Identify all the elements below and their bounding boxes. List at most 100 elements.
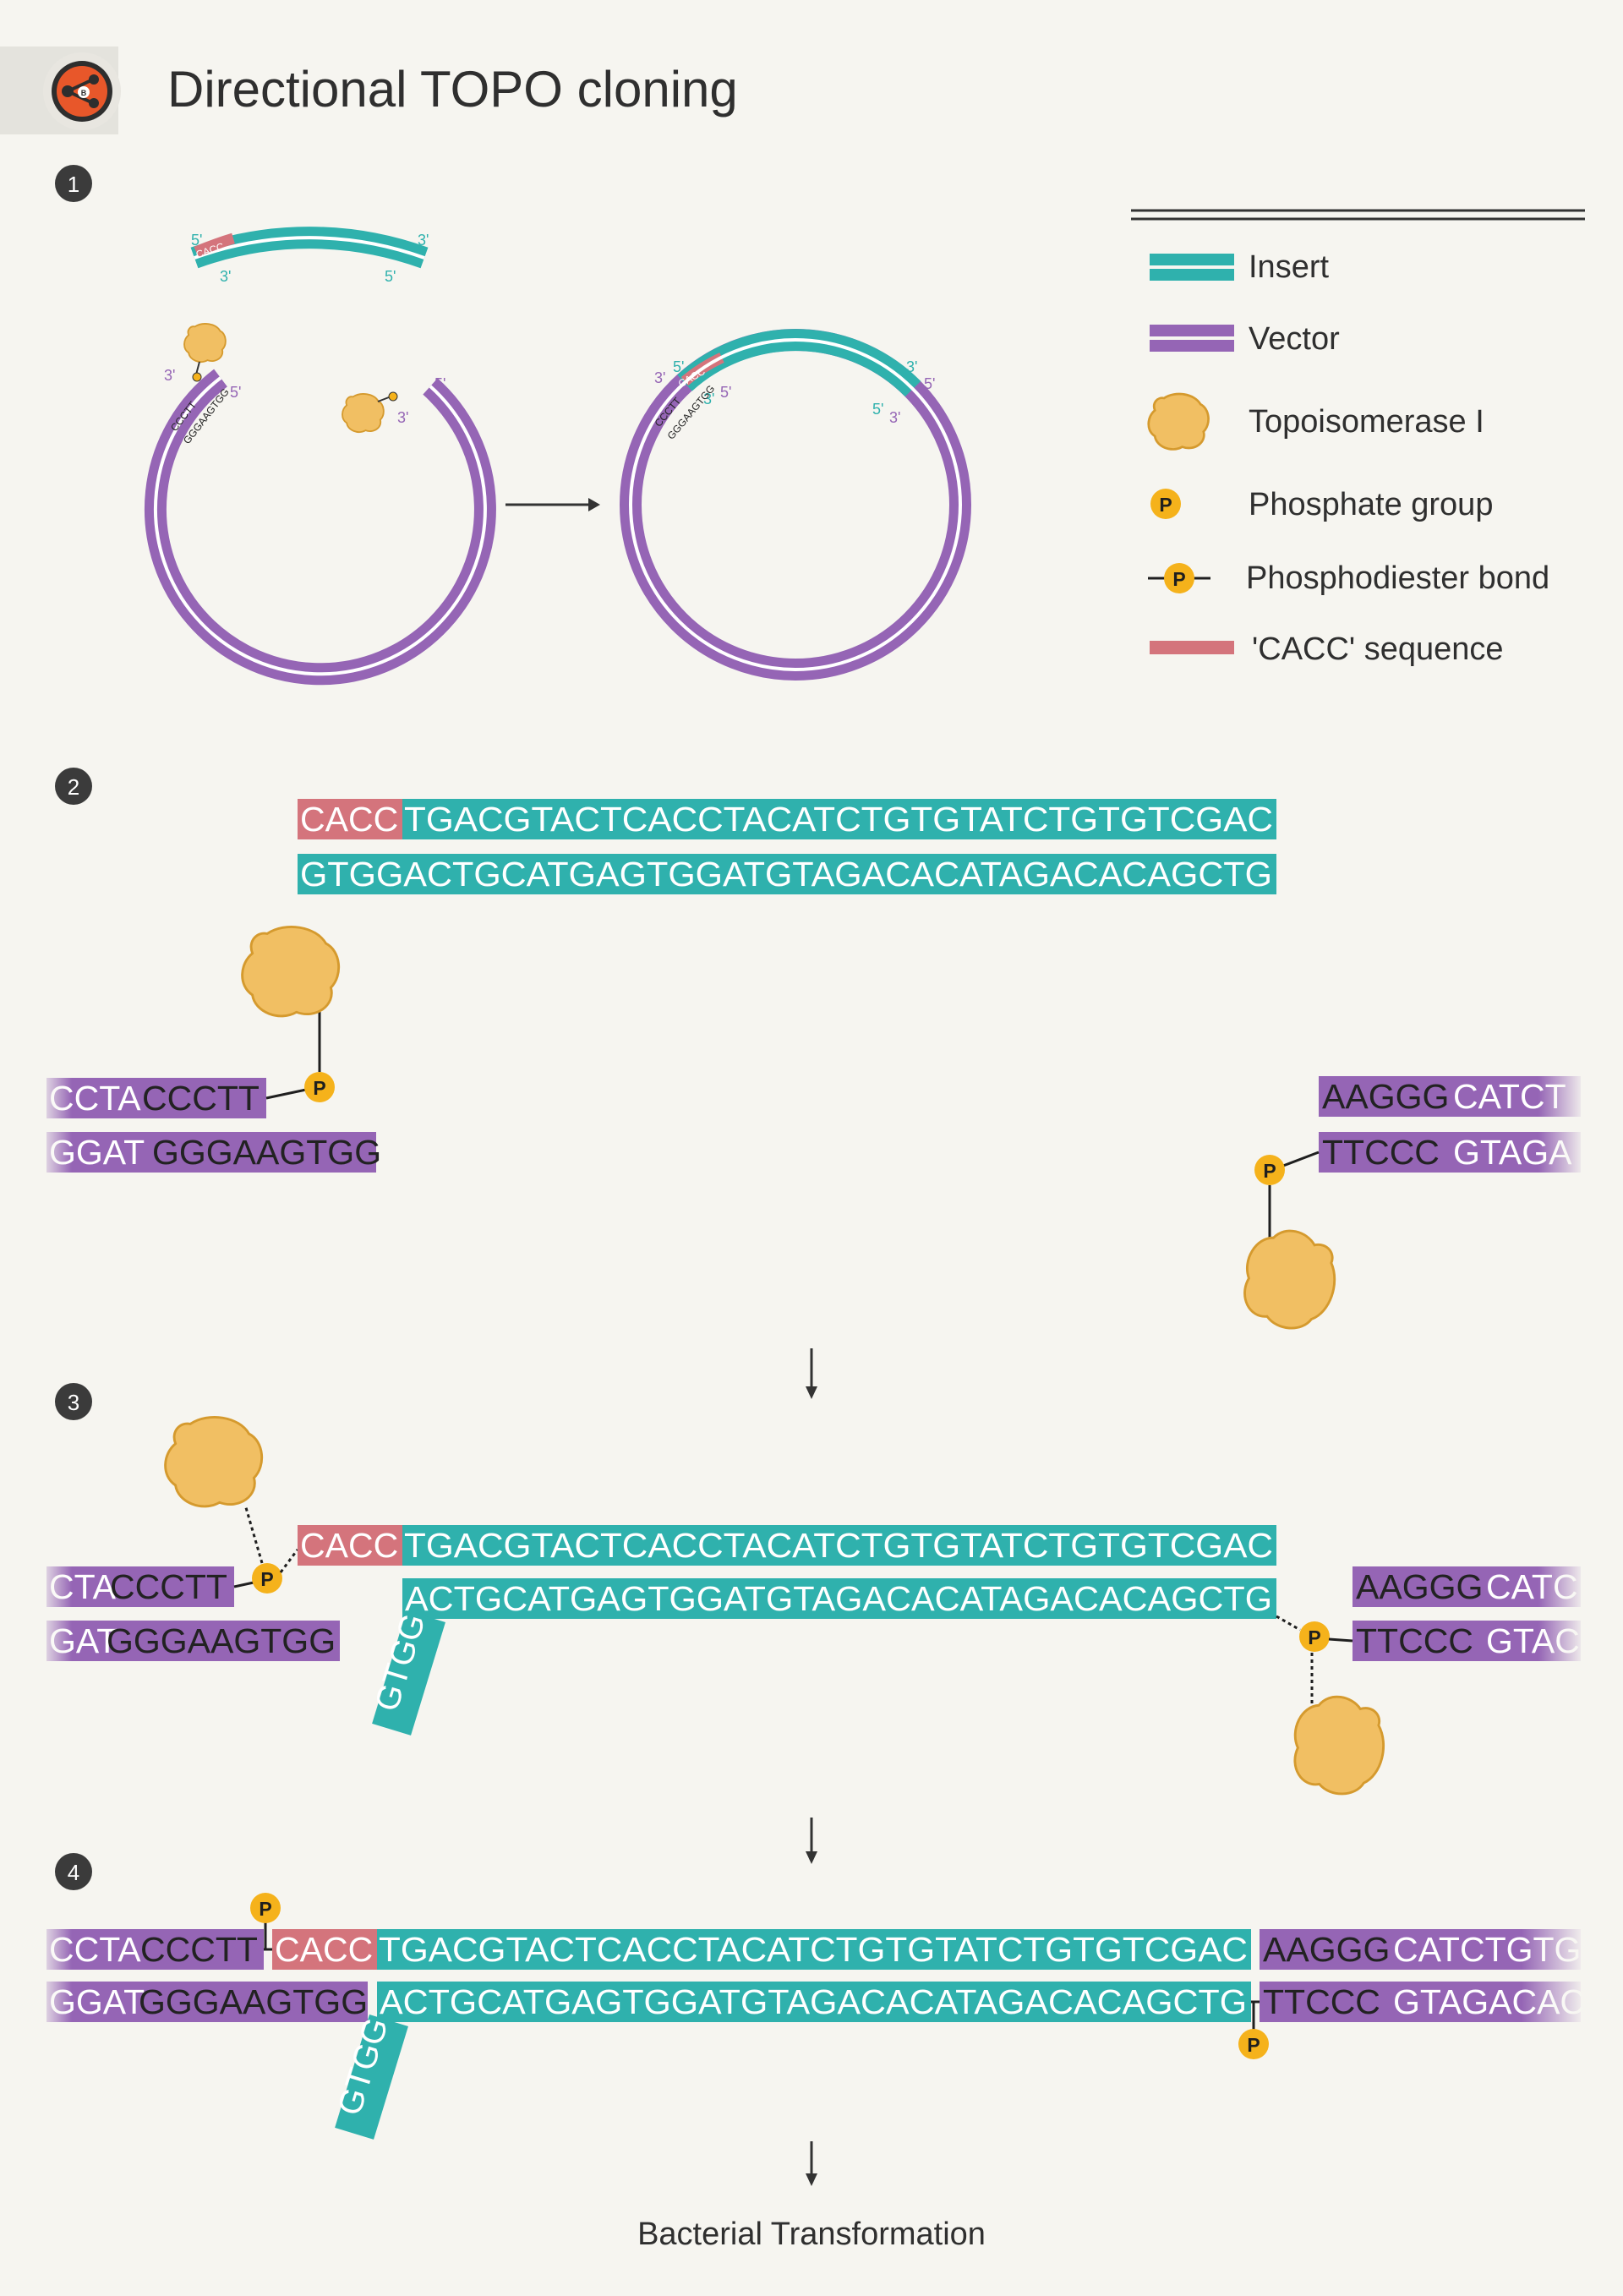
step3-left-phosphate-label: P — [260, 1568, 273, 1590]
joined-insert-5prime-right: 5' — [872, 401, 883, 418]
step3-left-top-box — [46, 1566, 234, 1607]
step4-right-top-text: AAGGG — [1263, 1930, 1390, 1969]
topoisomerase-icon — [342, 393, 385, 433]
topoisomerase-icon — [1288, 1692, 1389, 1799]
free-insert-3prime-right: 3' — [418, 232, 429, 249]
phosphate-icon — [388, 391, 398, 402]
step4-insert-bottom-text: ACTGCATGAGTGGATGTAGACACATAGACACAGCTG — [380, 1982, 1247, 2021]
legend-phosphate: P Phosphate group — [1150, 487, 1493, 522]
step2-insert-top-text: TGACGTACTCACCTACATCTGTGTATCTGTGTCGAC — [404, 800, 1273, 839]
joined-vector-5prime: 5' — [720, 384, 731, 401]
vector-3prime-right: 3' — [397, 409, 408, 426]
bacterial-transformation-label: Bacterial Transformation — [637, 2217, 986, 2252]
step4-left-bottom-box — [46, 1982, 368, 2022]
legend-phosphate-label: Phosphate group — [1249, 487, 1493, 522]
header: B Directional TOPO cloning — [0, 46, 738, 134]
joined-vector-3prime: 3' — [654, 369, 665, 386]
linear-vector: 3' 5' 5' 3' CCCTT GGGAAGTGG — [144, 323, 496, 686]
step3-overhang: GTGG — [368, 1610, 445, 1736]
logo-icon: B — [52, 61, 112, 122]
free-insert-5prime: 5' — [191, 232, 202, 249]
step2-insert-bottom-text: GTGGACTGCATGAGTGGATGTAGACACATAGACACAGCTG — [300, 855, 1272, 894]
step-badge-4: 4 — [55, 1853, 92, 1890]
step-badge-2: 2 — [55, 768, 92, 805]
step-badge-1: 1 — [55, 165, 92, 202]
phosphodiester-bond-icon: P — [1172, 568, 1185, 590]
step3-insert-top-text: TGACGTACTCACCTACATCTGTGTATCTGTGTCGAC — [404, 1526, 1273, 1565]
step2-right-phosphate-label: P — [1263, 1160, 1276, 1182]
step4-right-phosphate-label: P — [1247, 2034, 1260, 2056]
legend-vector: Vector — [1150, 321, 1340, 357]
step2-cacc-box — [298, 799, 402, 839]
step4-right-bottom-text: TTCCC — [1263, 1982, 1380, 2021]
step3-right-bottom-text: TTCCC — [1356, 1621, 1473, 1660]
step2-left-phosphate-label: P — [313, 1077, 325, 1099]
step4-left-top-box — [46, 1929, 264, 1970]
vector-5prime-left: 5' — [230, 384, 241, 401]
step4-diagram: CCTA CCCTT GGAT GGGAAGTGG P CACC TGACGTA… — [38, 1893, 1585, 2140]
step4-insert-top-text: TGACGTACTCACCTACATCTGTGTATCTGTGTCGAC — [379, 1930, 1248, 1969]
svg-text:B: B — [81, 89, 87, 97]
legend-bond-label: Phosphodiester bond — [1246, 560, 1549, 596]
step4-cacc-box — [272, 1929, 377, 1970]
step-number-4: 4 — [68, 1860, 79, 1885]
vector-5prime-right: 5' — [434, 375, 445, 392]
down-arrow — [806, 1818, 817, 1864]
joined-insert-5prime: 5' — [673, 358, 684, 375]
topoisomerase-icon — [183, 323, 227, 363]
step2-diagram: CACC TGACGTACTCACCTACATCTGTGTATCTGTGTCGA… — [38, 799, 1585, 1337]
topoisomerase-icon — [241, 925, 341, 1018]
reaction-arrow — [505, 498, 600, 511]
joined-vector-5prime-right: 5' — [924, 375, 935, 392]
legend-vector-label: Vector — [1249, 321, 1340, 357]
free-insert: 5' 3' 3' 5' CACC — [190, 227, 429, 285]
phosphate-icon — [1299, 1621, 1330, 1652]
phosphate-icon — [192, 372, 202, 382]
phosphate-icon: P — [1159, 494, 1172, 516]
step3-left-bottom-box — [46, 1621, 340, 1661]
step4-left-phosphate-label: P — [259, 1898, 271, 1920]
joined-insert-3prime-right: 3' — [906, 358, 917, 375]
vector-3prime-left: 3' — [164, 367, 175, 384]
step2-right-bottom-box — [1319, 1132, 1581, 1173]
topoisomerase-icon — [1236, 1222, 1344, 1337]
step4-insert-bottom-box — [377, 1982, 1251, 2022]
step-number-3: 3 — [68, 1390, 79, 1415]
step2-cacc-text: CACC — [300, 800, 398, 839]
phosphate-icon — [304, 1072, 335, 1102]
legend: Insert Vector Topoisomerase I P Phosphat… — [1131, 209, 1585, 667]
step2-left-top-text: CCCTT — [142, 1079, 260, 1118]
phosphate-icon — [252, 1563, 282, 1594]
phosphate-icon — [1254, 1155, 1285, 1185]
phosphodiester-bond-icon — [1238, 2029, 1269, 2059]
step3-cacc-box — [298, 1525, 402, 1566]
step1-diagram: 5' 3' 3' 5' CACC 3' 5' 5' 3' CCCTT GGGAA… — [144, 227, 971, 686]
down-arrow — [806, 1348, 817, 1399]
step3-insert-top-box — [402, 1525, 1276, 1566]
step-number-1: 1 — [68, 172, 79, 197]
step3-right-top-text: AAGGG — [1356, 1567, 1483, 1606]
legend-cacc-label: 'CACC' sequence — [1252, 631, 1504, 667]
legend-topo: Topoisomerase I — [1147, 392, 1484, 451]
step3-cacc-text: CACC — [300, 1526, 398, 1565]
step2-right-bottom-text: TTCCC — [1322, 1133, 1440, 1172]
down-arrow — [806, 2141, 817, 2186]
topoisomerase-icon — [1147, 392, 1210, 451]
step3-right-phosphate-label: P — [1308, 1626, 1320, 1648]
step4-overhang: GTGG — [331, 2014, 408, 2140]
legend-insert: Insert — [1150, 249, 1329, 285]
recombinant-vector: 3' 5' 3' 5' 3' 5' 5' 3' CACC CCCTT GGGAA… — [620, 329, 971, 681]
step2-left-bottom-text: GGGAAGTGG — [152, 1133, 381, 1172]
joined-vector-3prime-right: 3' — [889, 409, 900, 426]
step3-insert-bottom-box — [402, 1578, 1276, 1619]
legend-topo-label: Topoisomerase I — [1249, 404, 1484, 440]
step2-insert-bottom-box — [298, 854, 1276, 894]
page-title: Directional TOPO cloning — [167, 61, 738, 118]
step4-insert-top-box — [377, 1929, 1251, 1970]
step2-insert-top-box — [402, 799, 1276, 839]
joined-insert-3prime: 3' — [703, 391, 714, 407]
topoisomerase-icon — [164, 1415, 264, 1508]
step4-left-top-text: CCCTT — [140, 1930, 258, 1969]
step2-left-top-box — [46, 1078, 266, 1118]
